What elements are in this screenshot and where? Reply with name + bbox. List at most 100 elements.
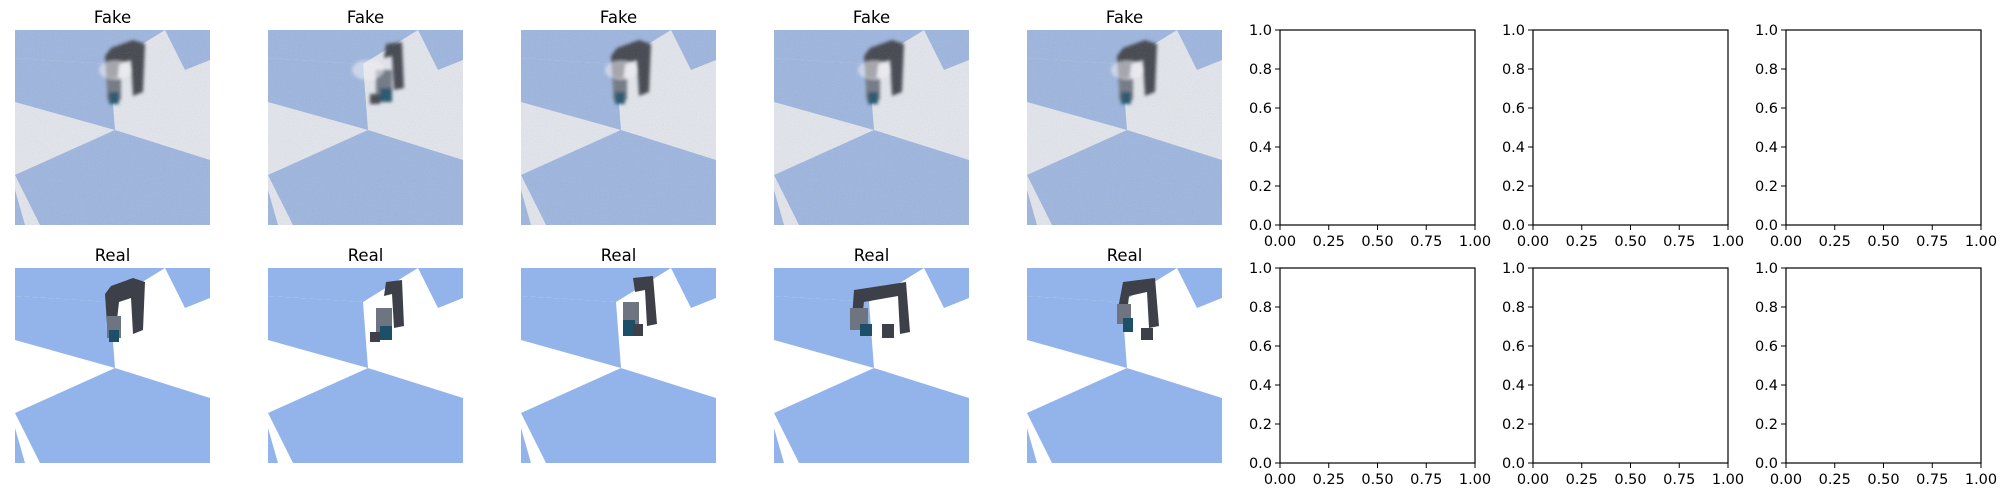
y-tick-label: 0.4 (1502, 378, 1525, 394)
x-tick-label: 0.00 (1517, 234, 1549, 250)
floor-blue-tile (165, 268, 210, 308)
y-tick-label: 0.0 (1249, 456, 1272, 472)
floor-white-tile (368, 326, 463, 376)
floor-blue-tile (15, 428, 25, 463)
x-tick-label: 1.00 (1965, 234, 1997, 250)
floor-blue-tile (924, 268, 969, 308)
floor-blue-tile (671, 268, 716, 308)
axes-frame (1279, 267, 1476, 464)
floor-blue-tile (268, 296, 368, 368)
axes-frame (1785, 29, 1982, 226)
x-tick-label: 0.00 (1517, 472, 1549, 488)
floor-blue-tile (418, 268, 463, 308)
axes-frame (1279, 29, 1476, 226)
floor-white-tile (115, 326, 210, 376)
x-tick-label: 0.75 (1663, 234, 1695, 250)
x-tick-label: 0.75 (1916, 472, 1948, 488)
y-tick-label: 0.6 (1502, 339, 1525, 355)
panel-title: Fake (853, 8, 890, 27)
x-tick-label: 0.50 (1867, 472, 1899, 488)
panel-title: Fake (600, 8, 637, 27)
panel-title: Real (854, 246, 890, 265)
panel-title: Fake (347, 8, 384, 27)
y-tick-label: 0.6 (1755, 339, 1778, 355)
y-tick-label: 0.6 (1502, 101, 1525, 117)
floor-blue-tile (521, 268, 671, 302)
floor-blue-tile (268, 268, 418, 302)
y-tick-label: 0.6 (1249, 101, 1272, 117)
panel-title: Fake (94, 8, 131, 27)
floor-white-tile (1127, 326, 1222, 376)
floor-blue-tile (1027, 368, 1222, 463)
x-tick-label: 0.50 (1867, 234, 1899, 250)
x-tick-label: 1.00 (1459, 234, 1491, 250)
x-tick-label: 0.25 (1819, 234, 1851, 250)
y-tick-label: 0.6 (1249, 339, 1272, 355)
floor-blue-tile (268, 428, 278, 463)
x-tick-label: 0.75 (1916, 234, 1948, 250)
x-tick-label: 1.00 (1712, 234, 1744, 250)
floor-blue-tile (774, 368, 969, 463)
floor-blue-tile (521, 428, 531, 463)
floor-blue-tile (1027, 428, 1037, 463)
floor-white-tile (874, 326, 969, 376)
x-tick-label: 0.00 (1264, 234, 1296, 250)
x-tick-label: 1.00 (1712, 472, 1744, 488)
panel-title: Real (348, 246, 384, 265)
x-tick-label: 0.75 (1663, 472, 1695, 488)
y-tick-label: 0.8 (1755, 62, 1778, 78)
x-tick-label: 0.00 (1770, 472, 1802, 488)
image-panel-fake-4: Fake (774, 8, 969, 225)
y-tick-label: 0.0 (1755, 218, 1778, 234)
y-tick-label: 0.2 (1249, 417, 1272, 433)
robot-arm (105, 278, 145, 342)
image-panel-real-1: Real (15, 246, 210, 463)
x-tick-label: 0.25 (1313, 234, 1345, 250)
x-tick-label: 0.25 (1566, 472, 1598, 488)
floor-blue-tile (774, 268, 924, 302)
axes-frame (1532, 29, 1729, 226)
x-tick-label: 0.50 (1614, 234, 1646, 250)
noise-overlay (1027, 30, 1222, 225)
image-panel-real-5: Real (1027, 246, 1222, 463)
y-tick-label: 0.0 (1249, 218, 1272, 234)
x-tick-label: 1.00 (1965, 472, 1997, 488)
image-panel-fake-5: Fake (1027, 8, 1222, 225)
x-tick-label: 0.25 (1819, 472, 1851, 488)
x-tick-label: 0.75 (1410, 234, 1442, 250)
y-tick-label: 0.4 (1755, 378, 1778, 394)
panel-title: Real (95, 246, 131, 265)
y-tick-label: 0.2 (1755, 417, 1778, 433)
x-tick-label: 1.00 (1459, 472, 1491, 488)
panel-title: Fake (1106, 8, 1143, 27)
image-panel-fake-2: Fake (268, 8, 463, 225)
x-tick-label: 0.50 (1361, 472, 1393, 488)
floor-blue-tile (521, 368, 716, 463)
floor-blue-tile (521, 296, 621, 368)
floor-blue-tile (268, 368, 463, 463)
robot-arm (370, 280, 404, 342)
y-tick-label: 0.0 (1502, 218, 1525, 234)
y-tick-label: 0.2 (1249, 179, 1272, 195)
y-tick-label: 0.2 (1502, 417, 1525, 433)
axes-frame (1785, 267, 1982, 464)
robot-arm (1117, 278, 1159, 340)
x-tick-label: 0.00 (1770, 234, 1802, 250)
y-tick-label: 0.8 (1249, 300, 1272, 316)
floor-white-tile (621, 326, 716, 376)
y-tick-label: 1.0 (1755, 23, 1778, 39)
x-tick-label: 0.25 (1313, 472, 1345, 488)
y-tick-label: 0.8 (1502, 300, 1525, 316)
panel-title: Real (1107, 246, 1143, 265)
y-tick-label: 0.4 (1755, 140, 1778, 156)
axes-frame (1532, 267, 1729, 464)
noise-overlay (15, 30, 210, 225)
y-tick-label: 0.2 (1502, 179, 1525, 195)
image-panel-real-3: Real (521, 246, 716, 463)
x-tick-label: 0.50 (1614, 472, 1646, 488)
y-tick-label: 1.0 (1249, 23, 1272, 39)
